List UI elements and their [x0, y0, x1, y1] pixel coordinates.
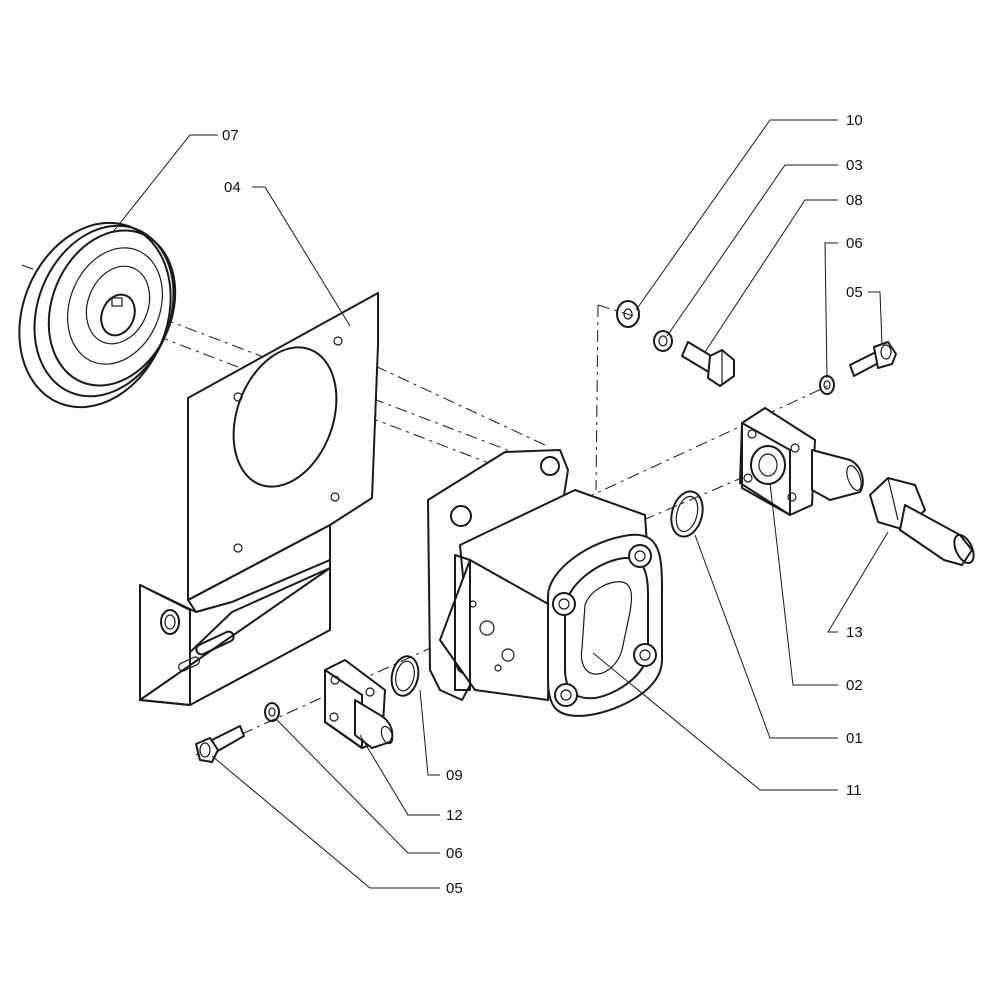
hex-bolt [681, 341, 735, 387]
callout-01: 01 [846, 730, 863, 747]
callout-06-right: 06 [846, 235, 863, 252]
callout-03: 03 [846, 157, 863, 174]
callout-02: 02 [846, 677, 863, 694]
outlet-flange [739, 407, 864, 516]
callout-04: 04 [224, 179, 241, 196]
leader-lines [112, 119, 889, 889]
callout-05-left: 05 [446, 880, 463, 897]
socket-screw-left [195, 725, 245, 763]
small-washer-right [819, 375, 835, 395]
small-washer-left [264, 702, 280, 722]
callout-06-left: 06 [446, 845, 463, 862]
callout-08: 08 [846, 192, 863, 209]
inlet-flange [324, 659, 394, 749]
callout-10: 10 [846, 112, 863, 129]
socket-screw-right [849, 341, 897, 377]
mounting-bracket [139, 292, 379, 706]
gear-pump [427, 449, 663, 717]
pulley [18, 221, 177, 409]
hose-fitting [869, 477, 975, 566]
callout-11: 11 [846, 782, 862, 799]
o-ring-large [670, 490, 704, 538]
callout-13: 13 [846, 624, 863, 641]
o-ring-small [390, 655, 420, 697]
flat-washer [616, 300, 640, 328]
lock-washer [653, 330, 673, 352]
callout-07: 07 [222, 127, 239, 144]
callout-labels: 07 04 10 03 08 06 05 13 02 01 11 09 12 0… [222, 112, 863, 897]
callout-09: 09 [446, 767, 463, 784]
callout-05-right: 05 [846, 284, 863, 301]
callout-12: 12 [446, 807, 463, 824]
